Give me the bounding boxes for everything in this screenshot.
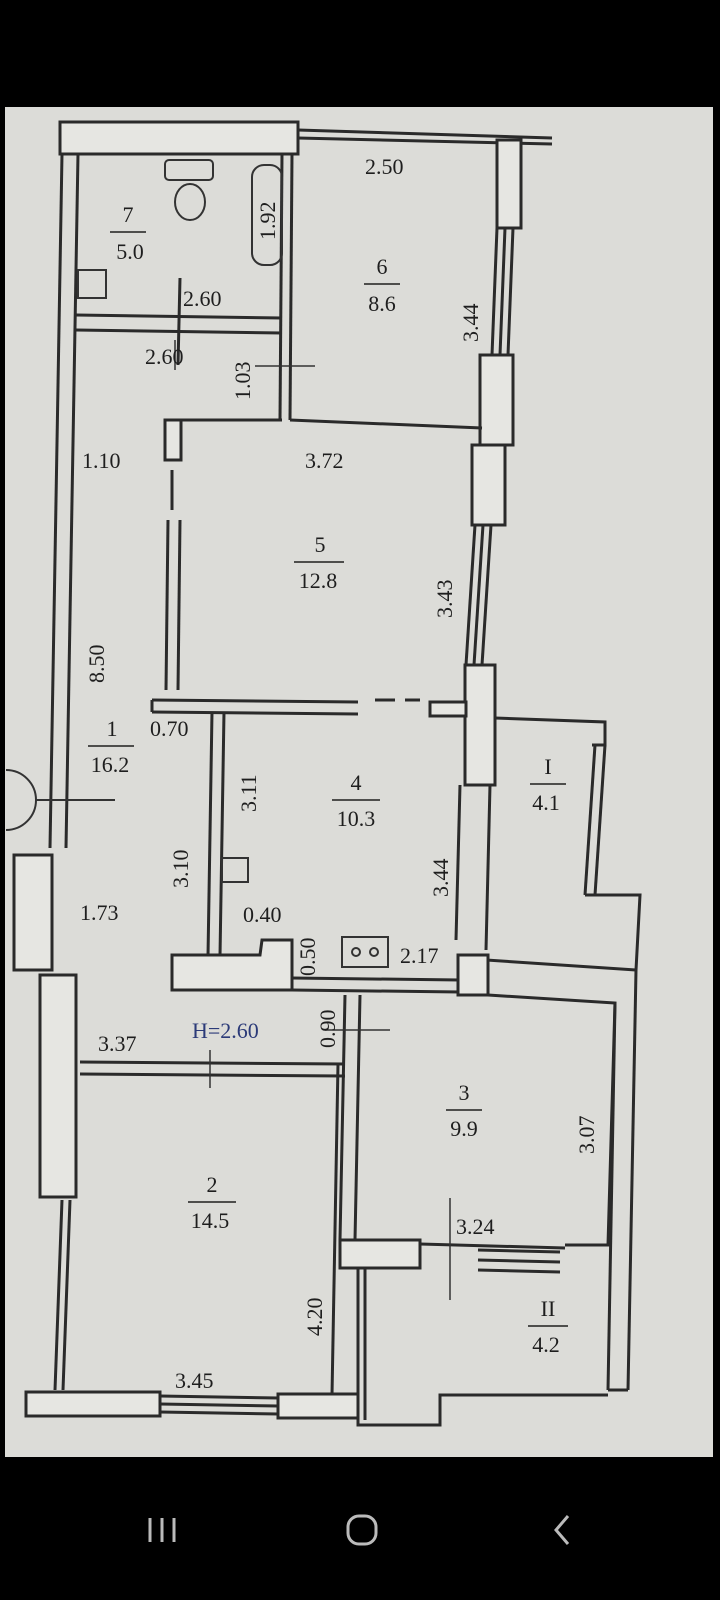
room-II-number: II	[541, 1296, 556, 1321]
room-I: I 4.1	[530, 754, 566, 815]
dim-2-17: 2.17	[400, 943, 439, 968]
room-7-area: 5.0	[116, 239, 144, 264]
toilet-icon	[174, 183, 206, 221]
room-1-number: 1	[107, 716, 118, 741]
dimension-ticks	[174, 340, 451, 1300]
room-2-area: 14.5	[191, 1208, 230, 1233]
dim-3-43: 3.43	[432, 580, 457, 619]
dim-3-45: 3.45	[175, 1368, 214, 1393]
room-2-number: 2	[207, 1172, 218, 1197]
dim-8-50: 8.50	[84, 645, 109, 684]
recents-button[interactable]	[132, 1500, 192, 1560]
room-1: 1 16.2	[88, 716, 134, 777]
room-3-number: 3	[459, 1080, 470, 1105]
room-2: 2 14.5	[188, 1172, 236, 1233]
room-6-number: 6	[377, 254, 388, 279]
room-4-area: 10.3	[337, 806, 376, 831]
room-3-area: 9.9	[450, 1116, 478, 1141]
room-3: 3 9.9	[446, 1080, 482, 1141]
home-button[interactable]	[332, 1500, 392, 1560]
room-5: 5 12.8	[294, 532, 344, 593]
room-5-number: 5	[315, 532, 326, 557]
dim-0-70: 0.70	[150, 716, 189, 741]
dim-2-50: 2.50	[365, 154, 404, 179]
dim-1-10: 1.10	[82, 448, 121, 473]
room-6: 6 8.6	[364, 254, 400, 316]
fixtures	[5, 159, 389, 968]
walls	[12, 120, 642, 1427]
dim-3-44-a: 3.44	[458, 304, 483, 343]
dim-0-40: 0.40	[243, 902, 282, 927]
android-nav-bar	[0, 1460, 720, 1600]
dim-4-20: 4.20	[302, 1298, 327, 1337]
room-1-area: 16.2	[91, 752, 130, 777]
home-icon	[346, 1514, 378, 1546]
room-6-area: 8.6	[368, 291, 396, 316]
bathtub-icon	[251, 164, 283, 266]
dim-0-50: 0.50	[295, 938, 320, 977]
dim-1-03: 1.03	[230, 362, 255, 401]
room-4: 4 10.3	[332, 770, 380, 831]
riser-icon-4	[221, 857, 249, 883]
dim-2-60-b: 2.60	[145, 344, 184, 369]
room-I-number: I	[544, 754, 551, 779]
stove-icon	[341, 936, 389, 968]
room-7-number: 7	[123, 202, 134, 227]
toilet-tank-icon	[164, 159, 214, 181]
dim-1-73: 1.73	[80, 900, 119, 925]
dim-0-90: 0.90	[315, 1010, 340, 1049]
back-button[interactable]	[532, 1500, 592, 1560]
room-4-number: 4	[351, 770, 362, 795]
room-5-area: 12.8	[299, 568, 338, 593]
dim-3-72: 3.72	[305, 448, 344, 473]
floor-plan: 7 5.0 6 8.6 5 12.8 1 16.2 4 10.3 I 4.1	[5, 107, 713, 1457]
room-7: 7 5.0	[110, 202, 146, 264]
dim-3-44-b: 3.44	[428, 859, 453, 898]
back-icon	[554, 1515, 570, 1545]
room-II: II 4.2	[528, 1296, 568, 1357]
dimension-labels: 2.50 1.92 2.60 2.60 1.03 3.44 1.10 3.72 …	[80, 154, 599, 1393]
room-labels: 7 5.0 6 8.6 5 12.8 1 16.2 4 10.3 I 4.1	[88, 202, 568, 1357]
dim-3-07: 3.07	[574, 1116, 599, 1155]
room-II-area: 4.2	[532, 1332, 560, 1357]
dim-2-60-a: 2.60	[183, 286, 222, 311]
riser-icon-7	[77, 269, 107, 299]
dim-3-37: 3.37	[98, 1031, 137, 1056]
room-I-area: 4.1	[532, 790, 560, 815]
dim-1-92: 1.92	[255, 202, 280, 241]
dim-3-11: 3.11	[236, 774, 261, 812]
recents-icon	[148, 1518, 176, 1542]
dim-3-24: 3.24	[456, 1214, 495, 1239]
ceiling-height-label: H=2.60	[192, 1018, 259, 1043]
dim-3-10: 3.10	[168, 850, 193, 889]
